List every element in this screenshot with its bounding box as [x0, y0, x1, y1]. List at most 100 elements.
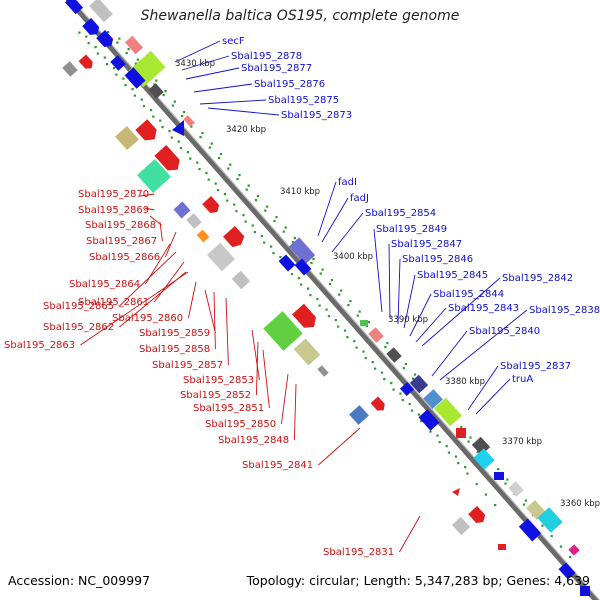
tick-dot: [94, 46, 97, 49]
tick-dot: [390, 382, 393, 385]
gene-block: [110, 55, 126, 71]
tick-dot: [475, 483, 478, 486]
gene-label: fadJ: [350, 193, 369, 204]
tick-dot: [235, 210, 238, 213]
tick-dot: [309, 294, 312, 297]
gene-block: [568, 544, 580, 556]
gene-arrow: [468, 506, 486, 523]
leader-line: [213, 291, 216, 350]
gene-label: Sbal195_2873: [281, 110, 352, 121]
tick-dot: [198, 168, 201, 171]
tick-dot: [242, 214, 245, 217]
tick-dot: [115, 73, 118, 76]
tick-dot: [127, 48, 130, 51]
gene-block: [494, 472, 504, 480]
tick-dot: [251, 224, 254, 227]
leader-line: [251, 329, 260, 381]
leader-line: [415, 307, 447, 343]
gene-block: [278, 254, 296, 272]
gene-block: [580, 586, 590, 596]
leader-line: [317, 181, 337, 237]
gene-label: Sbal195_2870: [78, 189, 149, 200]
gene-label: Sbal195_2857: [152, 360, 223, 371]
tick-dot: [504, 482, 507, 485]
leader-line: [185, 67, 240, 80]
gene-block: [294, 258, 312, 276]
tick-dot: [318, 304, 321, 307]
leader-line: [373, 228, 383, 313]
tick-dot: [125, 52, 128, 55]
leader-line: [139, 193, 155, 197]
tick-dot: [149, 109, 153, 112]
tick-dot: [410, 409, 414, 412]
tick-dot: [307, 287, 310, 290]
gene-label: Sbal195_2875: [268, 95, 339, 106]
tick-dot: [159, 119, 162, 122]
tick-dot: [506, 478, 509, 481]
tick-dot: [559, 545, 563, 548]
tick-dot: [325, 308, 328, 311]
gene-label: Sbal195_2860: [112, 313, 183, 324]
tick-dot: [244, 220, 247, 223]
tick-dot: [233, 203, 236, 206]
tick-dot: [343, 329, 347, 332]
tick-dot: [297, 277, 300, 280]
tick-dot: [273, 220, 276, 223]
tick-dot: [340, 289, 343, 292]
tick-dot: [96, 52, 99, 55]
leader-line: [399, 515, 421, 553]
tick-dot: [272, 252, 275, 255]
reverse-strand-genes: [64, 0, 590, 596]
gene-label: Sbal195_2858: [139, 344, 210, 355]
gene-block: [473, 448, 495, 470]
tick-dot: [87, 42, 90, 45]
tick-label: 3380 kbp: [445, 377, 485, 387]
tick-dot: [466, 472, 469, 475]
tick-dot: [107, 31, 110, 34]
tick-dot: [284, 226, 287, 229]
leader-line: [187, 281, 197, 319]
gene-label: Sbal195_2866: [89, 252, 160, 263]
tick-dot: [469, 436, 472, 439]
tick-dot: [256, 195, 260, 198]
leader-line: [475, 378, 511, 415]
leader-line: [439, 309, 528, 381]
tick-dot: [227, 167, 230, 170]
gene-arrow: [154, 144, 180, 171]
leader-line: [409, 293, 432, 337]
tick-dot: [327, 315, 330, 318]
tick-dot: [196, 161, 199, 164]
tick-dot: [541, 524, 544, 527]
tick-dot: [476, 451, 479, 454]
tick-dot: [445, 445, 448, 448]
tick-dot: [210, 142, 213, 145]
tick-dot: [321, 268, 324, 271]
tick-dot: [438, 441, 441, 444]
tick-dot: [247, 184, 250, 187]
tick-dot: [312, 258, 315, 261]
gene-label: Sbal195_2841: [242, 460, 313, 471]
tick-dot: [205, 172, 208, 175]
tick-dot: [263, 241, 266, 244]
tick-dot: [112, 67, 116, 70]
tick-dot: [328, 283, 332, 286]
leader-line: [280, 373, 289, 425]
tick-label: 3390 kbp: [388, 315, 428, 325]
gene-block: [508, 481, 524, 497]
leader-line: [80, 271, 189, 346]
tick-dot: [118, 37, 121, 40]
gene-block: [196, 229, 210, 243]
tick-dot: [402, 367, 405, 370]
gene-block: [183, 115, 195, 127]
gene-arrow: [370, 396, 385, 411]
tick-dot: [275, 216, 278, 219]
tick-dot: [181, 115, 184, 118]
tick-dot: [182, 111, 186, 114]
leader-line: [397, 258, 401, 325]
tick-dot: [217, 157, 221, 160]
gene-block: [409, 374, 429, 394]
gene-label: Sbal195_2852: [180, 390, 251, 401]
tick-dot: [454, 455, 458, 458]
tick-dot: [484, 493, 488, 496]
